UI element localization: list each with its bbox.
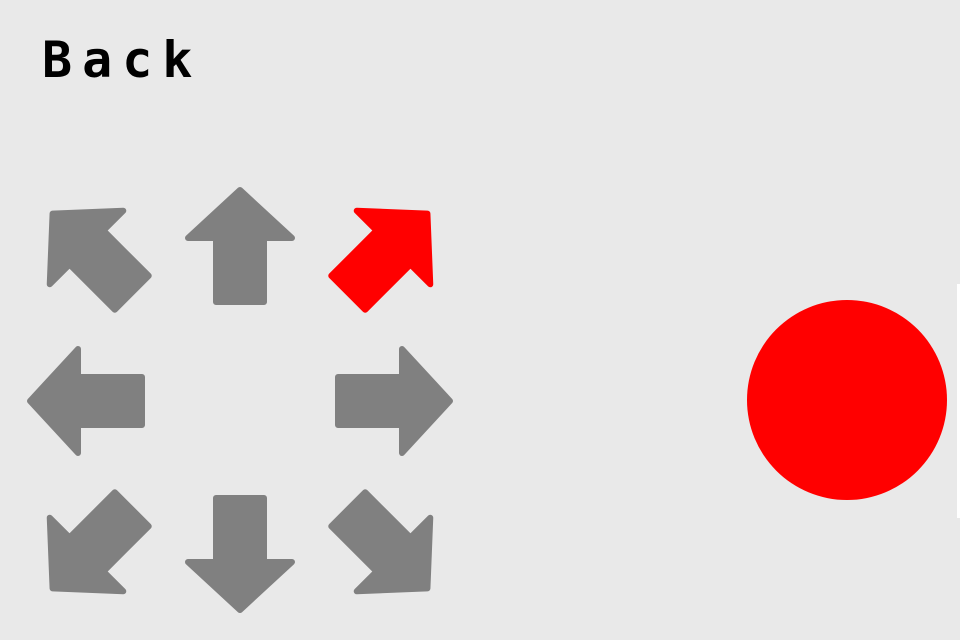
edge-divider (957, 284, 960, 518)
back-button[interactable]: Back (42, 31, 203, 89)
arrow-up-right-icon[interactable] (311, 177, 464, 330)
arrow-left-icon[interactable] (30, 349, 142, 453)
arrow-up-left-icon[interactable] (16, 177, 169, 330)
arrow-down-right-icon[interactable] (311, 472, 464, 625)
arrow-up-icon[interactable] (188, 190, 292, 302)
arrow-down-left-icon[interactable] (16, 472, 169, 625)
arrow-down-icon[interactable] (188, 498, 292, 610)
arrow-right-icon[interactable] (338, 349, 450, 453)
action-button-circle-icon[interactable] (747, 300, 947, 500)
